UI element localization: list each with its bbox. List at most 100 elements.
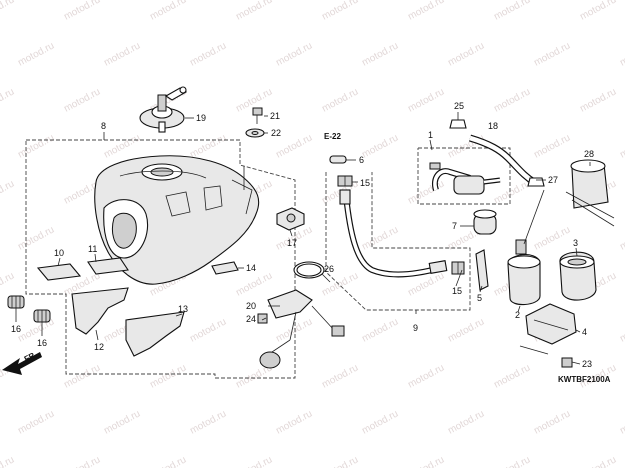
- watermark-text: motod.ru: [0, 0, 16, 23]
- watermark-text: motod.ru: [148, 0, 188, 23]
- callout-23: 23: [582, 359, 592, 369]
- watermark-text: motod.ru: [360, 316, 400, 344]
- pump-bracket-bolt-shaft: [519, 345, 549, 355]
- watermark-text: motod.ru: [102, 40, 142, 68]
- watermark-text: motod.ru: [446, 316, 486, 344]
- watermark-text: motod.ru: [406, 454, 446, 468]
- callout-17: 17: [287, 238, 297, 248]
- watermark-text: motod.ru: [148, 362, 188, 390]
- watermark-text: motod.ru: [148, 454, 188, 468]
- drawing-code: KWTBF2100A: [558, 375, 611, 384]
- watermark-text: motod.ru: [188, 132, 228, 160]
- callout-27: 27: [548, 175, 558, 185]
- callout-26: 26: [324, 264, 334, 274]
- callout-13: 13: [178, 304, 188, 314]
- callout-2: 2: [515, 310, 520, 320]
- fuel-tank: [94, 155, 260, 285]
- watermark-text: motod.ru: [16, 224, 56, 252]
- watermark-text: motod.ru: [406, 86, 446, 114]
- watermark-text: motod.ru: [16, 132, 56, 160]
- rubber-collar: [473, 209, 497, 235]
- tank-pad-center: [87, 257, 129, 275]
- flange-nut: [561, 357, 573, 368]
- watermark-text: motod.ru: [532, 408, 572, 436]
- filter-group-frame: [417, 147, 511, 205]
- watermark-text: motod.ru: [0, 270, 16, 298]
- watermark-text: motod.ru: [618, 316, 625, 344]
- watermark-text: motod.ru: [446, 40, 486, 68]
- callout-28: 28: [584, 149, 594, 159]
- front-label: FR.: [23, 350, 39, 364]
- fuel-strainer: [570, 159, 609, 209]
- watermark-text: motod.ru: [618, 132, 625, 160]
- callout-25: 25: [454, 101, 464, 111]
- watermark-text: motod.ru: [0, 178, 16, 206]
- callout-4: 4: [582, 327, 587, 337]
- watermark-text: motod.ru: [188, 40, 228, 68]
- watermark-text: motod.ru: [406, 362, 446, 390]
- hex-nut: [257, 313, 268, 324]
- callout-8: 8: [101, 121, 106, 131]
- watermark-text: motod.ru: [618, 408, 625, 436]
- watermark-text: motod.ru: [618, 40, 625, 68]
- leader-lines: [15, 112, 591, 365]
- watermark-text: motod.ru: [320, 86, 360, 114]
- hose-clamp-lower: [451, 261, 465, 275]
- fuel-level-unit: [259, 289, 345, 369]
- watermark-text: motod.ru: [188, 408, 228, 436]
- callout-18: 18: [488, 121, 498, 131]
- grommet: [7, 295, 51, 323]
- watermark-text: motod.ru: [320, 454, 360, 468]
- watermark-text: motod.ru: [360, 132, 400, 160]
- callout-21: 21: [270, 111, 280, 121]
- watermark-text: motod.ru: [16, 40, 56, 68]
- pump-bracket: [525, 303, 577, 345]
- watermark-text: motod.ru: [578, 86, 618, 114]
- watermark-text: motod.ru: [62, 0, 102, 23]
- watermark-text: motod.ru: [492, 86, 532, 114]
- watermark-text: motod.ru: [532, 132, 572, 160]
- watermark-text: motod.ru: [102, 132, 142, 160]
- callout-22: 22: [271, 128, 281, 138]
- watermark-text: motod.ru: [578, 454, 618, 468]
- watermark-text: motod.ru: [188, 316, 228, 344]
- callout-9: 9: [413, 323, 418, 333]
- watermark-text: motod.ru: [492, 0, 532, 23]
- callout-24: 24: [246, 314, 256, 324]
- watermark-text: motod.ru: [406, 178, 446, 206]
- fuel-pump: [507, 239, 541, 306]
- watermark-text: motod.ru: [406, 0, 446, 23]
- watermark-text: motod.ru: [532, 224, 572, 252]
- hose-clip: [329, 155, 347, 164]
- watermark-text: motod.ru: [234, 454, 274, 468]
- hose-clip-top: [449, 119, 467, 129]
- pump-rubber-mount: [559, 251, 597, 301]
- reference-label: E-22: [324, 132, 341, 141]
- watermark-text: motod.ru: [274, 408, 314, 436]
- callout-12: 12: [94, 342, 104, 352]
- callout-11: 11: [88, 244, 97, 254]
- callout-16b: 16: [37, 338, 47, 348]
- watermark-text: motod.ru: [234, 0, 274, 23]
- callout-10: 10: [54, 248, 64, 258]
- watermark-text: motod.ru: [320, 270, 360, 298]
- callout-20: 20: [246, 301, 256, 311]
- watermark-text: motod.ru: [0, 86, 16, 114]
- watermark-text: motod.ru: [16, 408, 56, 436]
- watermark-text: motod.ru: [492, 362, 532, 390]
- watermark-text: motod.ru: [492, 454, 532, 468]
- fuel-cap: [139, 86, 188, 133]
- callout-6: 6: [359, 155, 364, 165]
- front-direction-arrow-icon: [2, 352, 42, 375]
- watermark-text: motod.ru: [446, 408, 486, 436]
- callout-15b: 15: [452, 286, 462, 296]
- tank-pad-small: [211, 261, 239, 275]
- callout-3: 3: [573, 238, 578, 248]
- callout-19: 19: [196, 113, 206, 123]
- watermark-text: motod.ru: [360, 40, 400, 68]
- tank-side-cover-right: [125, 311, 185, 357]
- fuel-filter: [429, 162, 501, 195]
- watermark-text: motod.ru: [62, 454, 102, 468]
- watermark-text: motod.ru: [320, 0, 360, 23]
